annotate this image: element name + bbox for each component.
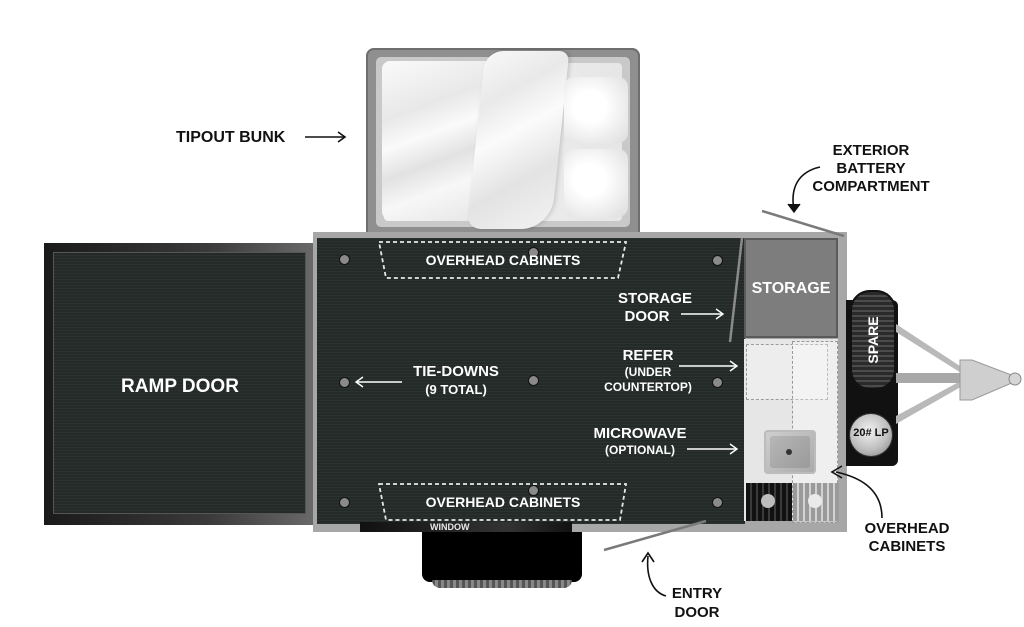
burner-icon [808,494,822,508]
refer-sub-2: COUNTERTOP) [604,380,692,394]
overhead-cabinets-bottom-label: OVERHEAD CABINETS [425,494,581,510]
tie-downs-count: (9 TOTAL) [425,382,487,397]
tie-down [339,254,350,265]
pillow-bottom [564,149,628,217]
refer-arrow-icon [679,360,739,372]
tie-down [339,497,350,508]
pillow-top [564,77,628,143]
storage-compartment: STORAGE [744,238,838,338]
a-frame-tongue [896,324,1022,424]
window-label: WINDOW [430,522,470,532]
tie-down [339,377,350,388]
tie-down [528,247,539,258]
entry-door-line-1: ENTRY [671,585,723,602]
spare-tire: SPARE [850,290,896,390]
overhead-cabinets-bottom-outline [377,483,628,521]
tie-downs-title: TIE-DOWNS [413,363,499,380]
window [360,522,572,532]
refer-title: REFER [622,347,674,364]
overhead-cabinets-right-line-1: OVERHEAD [864,520,950,537]
stove-burner-right [793,483,839,521]
tie-down [712,497,723,508]
storage-door-subtitle: DOOR [624,308,670,325]
entry-door-line-2: DOOR [674,604,720,621]
storage-door-label: STORAGE DOOR [590,290,720,326]
overhead-cabinets-right-arrow-icon [830,465,883,519]
overhead-cabinets-top-outline [377,241,628,279]
overhead-cabinets-top-label: OVERHEAD CABINETS [425,252,581,268]
microwave-label: MICROWAVE (OPTIONAL) [580,425,700,458]
sink [764,430,816,474]
storage-label: STORAGE [751,280,831,297]
overhead-cabinets-right-label: OVERHEAD CABINETS [852,520,962,556]
exterior-battery-line-3: COMPARTMENT [812,178,930,195]
tipout-bunk-arrow-icon [305,131,347,143]
overhead-cabinets-right-line-2: CABINETS [868,538,946,555]
refer-box [746,344,828,400]
ramp-door: RAMP DOOR [44,243,316,525]
tie-down [528,375,539,386]
exterior-battery-arrow-icon [787,166,821,214]
wheel [422,532,582,582]
exterior-battery-label: EXTERIOR BATTERY COMPARTMENT [810,142,932,196]
stove-burner-left [746,483,792,521]
microwave-arrow-icon [687,443,739,455]
tie-downs-arrow-icon [354,376,402,388]
tipout-bunk-text: TIPOUT BUNK [176,129,286,146]
refer-label: REFER (UNDER COUNTERTOP) [588,347,708,395]
entry-door-arrow-icon [641,551,667,597]
tipout-bunk-label: TIPOUT BUNK [176,128,285,147]
tie-down [712,255,723,266]
burner-icon [761,494,775,508]
lp-tank: 20# LP [850,414,892,456]
ramp-door-surface [53,252,306,514]
tie-down [528,485,539,496]
lp-tank-label: 20# LP [853,427,889,439]
tie-down [712,377,723,388]
sink-drain-icon [786,449,792,455]
entry-door-label: ENTRY DOOR [662,584,732,622]
refer-sub-1: (UNDER [624,365,672,379]
ramp-door-label: RAMP DOOR [121,376,239,397]
spare-label: SPARE [865,316,881,364]
storage-door-title: STORAGE [618,290,692,307]
tipout-bunk [366,48,640,236]
bunk-mattress-frame [376,51,630,229]
exterior-battery-line-1: EXTERIOR [832,142,910,159]
microwave-title: MICROWAVE [593,425,687,442]
wheel-tread [432,580,572,588]
microwave-subtitle: (OPTIONAL) [605,443,675,457]
battery-compartment-door-line [761,209,845,238]
storage-door-arrow-icon [681,308,725,320]
storage-door-line [728,237,744,343]
entry-door-line [603,519,707,552]
exterior-battery-line-2: BATTERY [836,160,906,177]
tie-downs-label: TIE-DOWNS (9 TOTAL) [396,362,516,398]
